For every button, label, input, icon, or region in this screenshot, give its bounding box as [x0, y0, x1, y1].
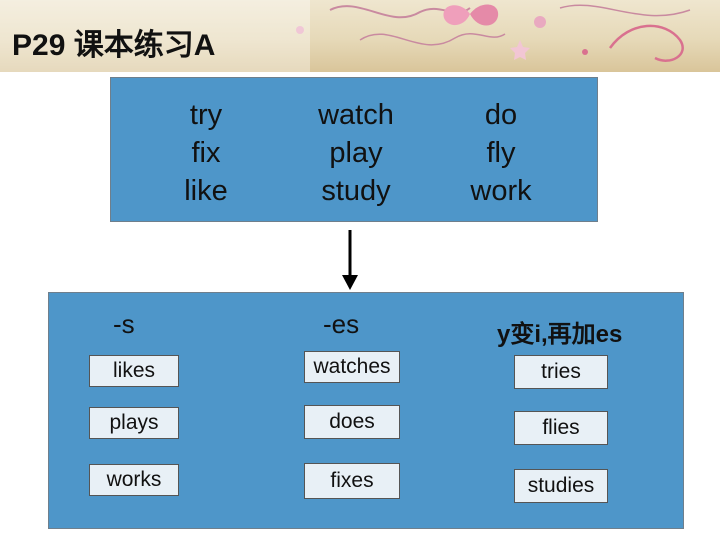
word-column-3: do fly work	[441, 96, 561, 210]
word-item: do	[484, 99, 518, 131]
table-cell: watches	[304, 351, 400, 383]
table-cell: likes	[89, 355, 179, 387]
word-column-1: try fix like	[151, 96, 261, 210]
table-cell: tries	[514, 355, 608, 389]
table-cell: flies	[514, 411, 608, 445]
word-item: work	[470, 175, 532, 207]
table-cell: plays	[89, 407, 179, 439]
header-y-to-i: y变i,再加es	[497, 321, 623, 348]
table-cell: fixes	[304, 463, 400, 499]
word-column-2: watch play study	[291, 96, 421, 210]
table-cell: does	[304, 405, 400, 439]
word-item: try	[189, 99, 223, 131]
word-item: study	[321, 175, 391, 207]
word-item: fix	[191, 137, 221, 169]
flourish-decoration-icon	[0, 0, 691, 72]
table-cell: works	[89, 464, 179, 496]
table-cell: studies	[514, 469, 608, 503]
header-s: -s	[113, 309, 135, 339]
header-band: P29 课本练习A	[0, 0, 720, 72]
word-item: watch	[318, 99, 394, 131]
header-es: -es	[323, 309, 360, 339]
word-item: play	[329, 137, 383, 169]
word-item: like	[184, 175, 228, 207]
rules-table-box: -s -es y变i,再加es likes watches tries play…	[48, 292, 684, 529]
slide-title: P29 课本练习A	[12, 29, 216, 62]
down-arrow-icon	[342, 230, 358, 290]
word-list-box: try fix like watch play study do fly wor…	[110, 77, 598, 222]
word-item: fly	[486, 137, 516, 169]
